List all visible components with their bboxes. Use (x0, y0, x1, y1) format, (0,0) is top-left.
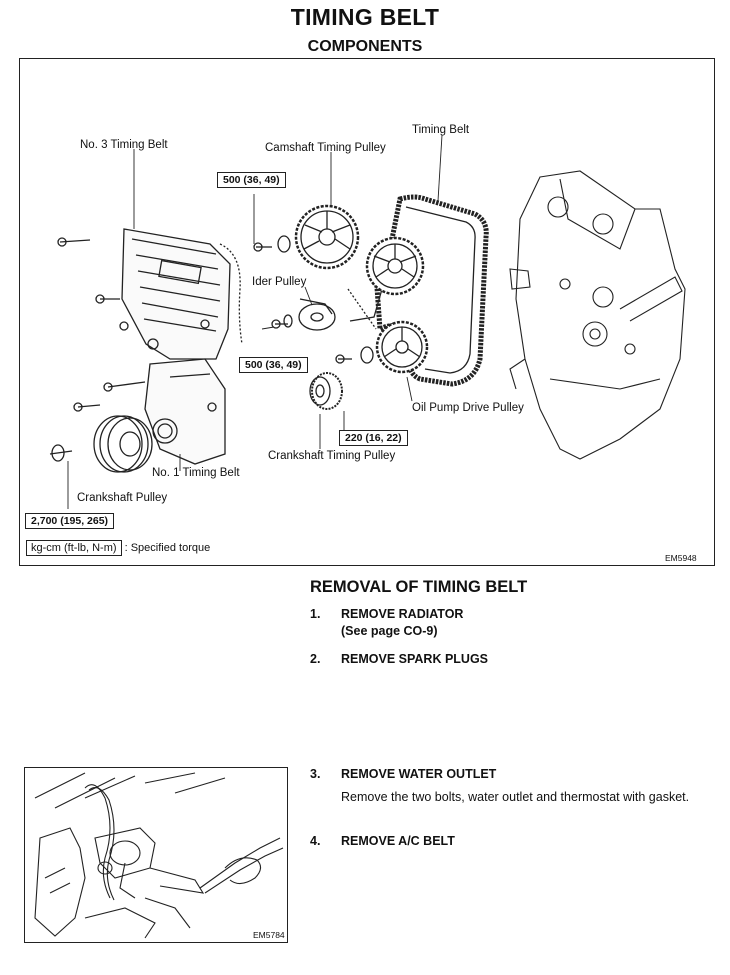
leader-lines (67, 134, 443, 509)
step-text: REMOVE RADIATOR (341, 607, 464, 621)
components-diagram: No. 3 Timing Belt Camshaft Timing Pulley… (19, 58, 715, 566)
step-number: 4. (310, 834, 321, 848)
photo-code: EM5784 (253, 930, 285, 940)
no1-timing-belt-cover (144, 358, 226, 465)
label-oil-pump-drive-pulley: Oil Pump Drive Pulley (412, 402, 524, 414)
step-number: 3. (310, 767, 321, 781)
label-no3-timing-belt: No. 3 Timing Belt (80, 139, 168, 151)
timing-belt-exploded-view (49, 134, 686, 509)
step-number: 1. (310, 607, 321, 621)
page-title: TIMING BELT (290, 4, 440, 30)
oil-pump-drive-pulley (375, 320, 429, 374)
idler-pulley (271, 288, 383, 331)
legend-text: : Specified torque (124, 542, 211, 554)
torque-legend: kg-cm (ft-lb, N-m) : Specified torque (26, 540, 211, 556)
crankshaft-timing-pulley (309, 372, 343, 410)
step-subtext: (See page CO-9) (341, 624, 438, 638)
label-idler-pulley: Ider Pulley (252, 276, 307, 288)
step-text: REMOVE WATER OUTLET (341, 767, 497, 781)
crankshaft-pulley (49, 415, 153, 473)
step-number: 2. (310, 652, 321, 666)
torque-crank-bolt: 2,700 (195, 265) (25, 513, 115, 529)
water-outlet-sketch (34, 772, 284, 939)
water-outlet-illustration: EM5784 (24, 767, 288, 943)
label-crankshaft-pulley: Crankshaft Pulley (77, 492, 168, 504)
torque-oil-pump-bolt: 220 (16, 22) (339, 430, 408, 446)
legend-unit: kg-cm (ft-lb, N-m) (26, 540, 122, 556)
step-text: REMOVE SPARK PLUGS (341, 652, 489, 666)
torque-cam-bolt: 500 (36, 49) (217, 172, 286, 188)
removal-title: REMOVAL OF TIMING BELT (310, 578, 528, 596)
camshaft-timing-pulley (294, 204, 360, 270)
step-3-description: Remove the two bolts, water outlet and t… (341, 790, 690, 804)
step-text: REMOVE A/C BELT (341, 834, 455, 848)
no3-timing-belt-cover (121, 228, 231, 360)
cover-bolts (57, 237, 146, 412)
label-timing-belt: Timing Belt (412, 124, 470, 136)
label-no1-timing-belt: No. 1 Timing Belt (152, 467, 240, 479)
engine-block (509, 170, 686, 460)
camshaft-pulley-on-belt (365, 236, 425, 296)
diagram-code: EM5948 (665, 553, 697, 563)
torque-idler-bolt: 500 (36, 49) (239, 357, 308, 373)
label-camshaft-timing-pulley: Camshaft Timing Pulley (265, 142, 386, 154)
label-crankshaft-timing-pulley: Crankshaft Timing Pulley (268, 450, 396, 462)
section-subtitle: COMPONENTS (307, 38, 423, 55)
